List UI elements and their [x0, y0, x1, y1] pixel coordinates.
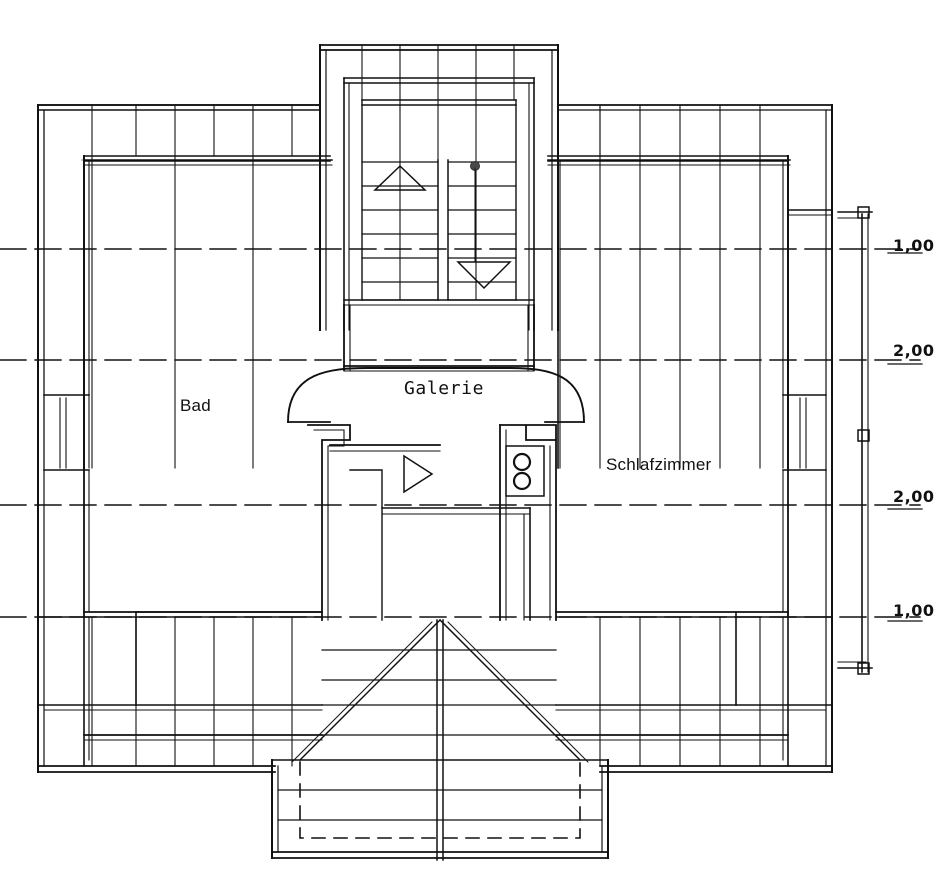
galerie-arch	[287, 367, 585, 423]
window-right	[782, 394, 827, 471]
room-label-bad: Bad	[180, 396, 211, 415]
exterior-walls	[37, 104, 833, 773]
room-label-galerie: Galerie	[404, 378, 485, 399]
window-left	[43, 394, 90, 471]
top-dormer	[319, 44, 559, 331]
room-label-schlafzimmer: Schlafzimmer	[606, 455, 712, 474]
corridor-walls	[343, 304, 535, 372]
dimension-witness-line	[837, 206, 873, 675]
roof-plane-lower-left	[37, 611, 323, 767]
stair-enclosure-middle	[307, 424, 557, 621]
bottom-dormer	[271, 759, 609, 859]
staircase-upper	[343, 159, 535, 306]
interior-partitions	[83, 467, 789, 618]
section-lines	[0, 248, 923, 622]
dimension-label-upper-2: 2,00	[893, 341, 935, 360]
dimension-label-top-1: 1,00	[893, 236, 935, 255]
dimension-label-bottom-1: 1,00	[893, 601, 935, 620]
dimension-label-lower-2: 2,00	[893, 487, 935, 506]
staircase-lower	[291, 618, 589, 861]
